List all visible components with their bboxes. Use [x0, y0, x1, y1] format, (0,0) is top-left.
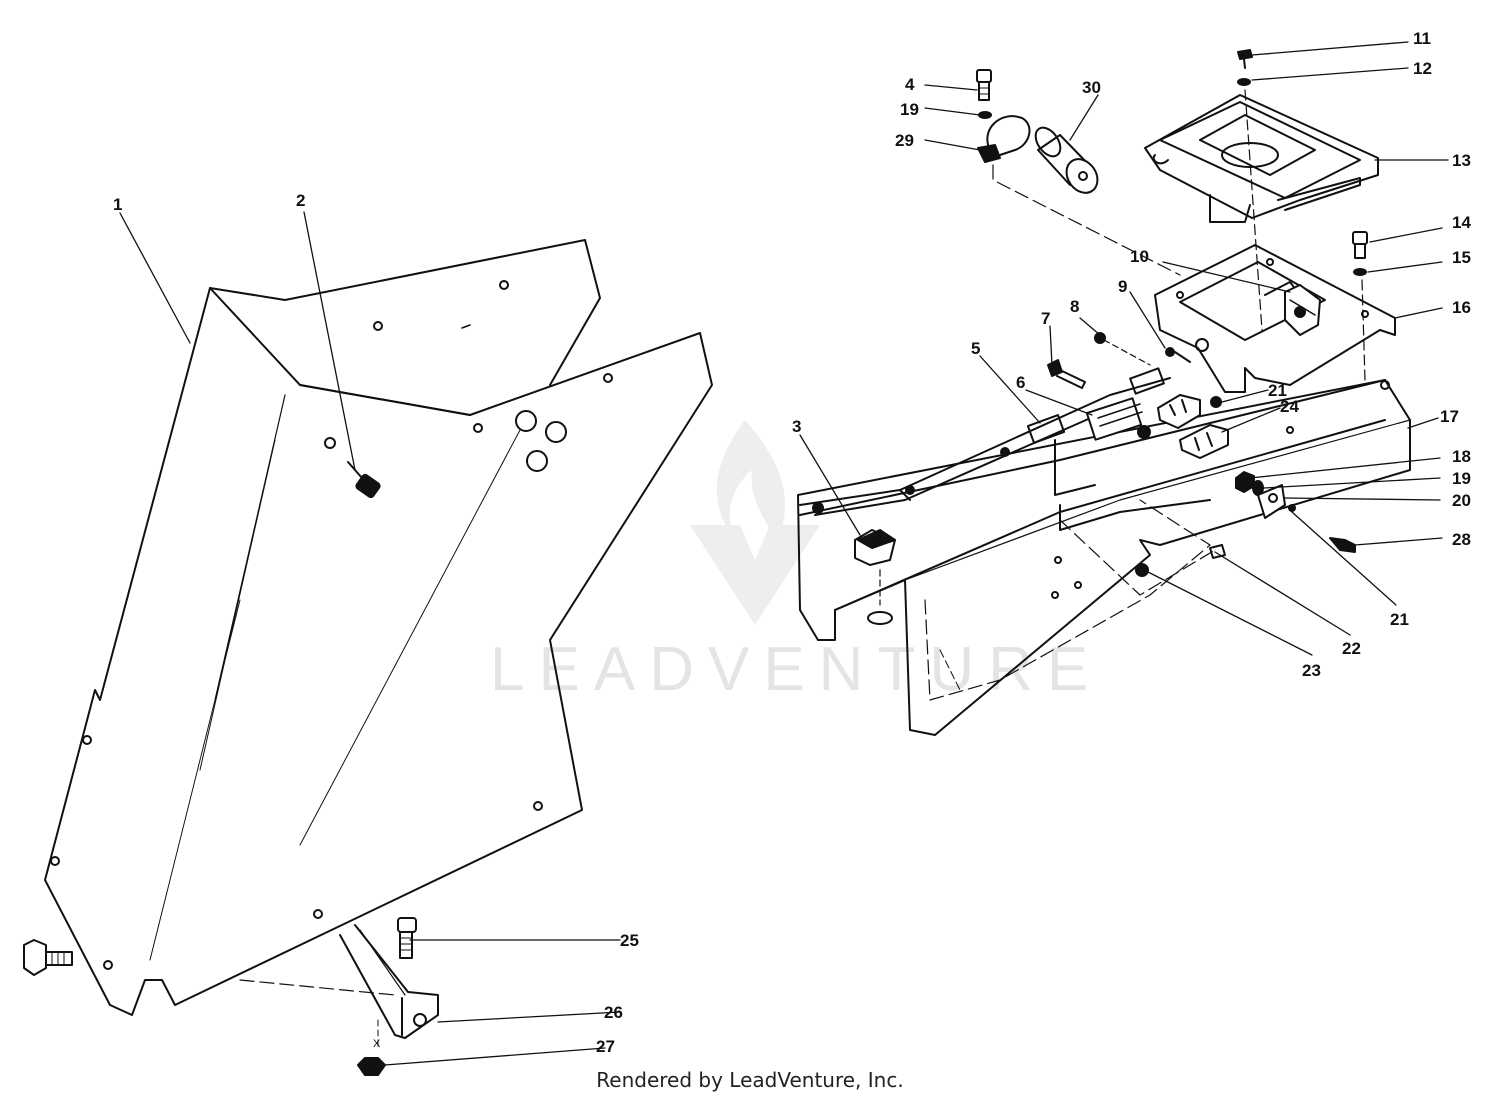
callout-8: 8 [1070, 297, 1079, 316]
cap-part-3[interactable] [854, 529, 896, 566]
fuse-part-23[interactable] [1135, 563, 1149, 577]
callout-11: 11 [1413, 29, 1431, 48]
nut-part-21-lower[interactable] [1288, 504, 1296, 512]
callout-7: 7 [1041, 309, 1050, 328]
bracket-part-5[interactable] [799, 367, 1171, 516]
cover-part-13[interactable] [1144, 94, 1379, 223]
bracket-part-26[interactable] [339, 924, 439, 1039]
callout-26: 26 [604, 1003, 623, 1022]
callout-18: 18 [1452, 447, 1471, 466]
callout-23: 23 [1302, 661, 1321, 680]
screw-part-9[interactable] [1165, 347, 1191, 363]
watermark-v-icon [690, 525, 820, 625]
ignition-part-10[interactable] [1284, 284, 1321, 336]
callout-2: 2 [296, 191, 305, 210]
callout-17: 17 [1440, 407, 1459, 426]
lamp-part-30[interactable] [1031, 123, 1104, 199]
bolt-part-28[interactable] [1329, 537, 1356, 553]
callout-labels: 1 2 3 4 19 29 30 11 12 13 14 15 16 10 9 … [113, 29, 1471, 1056]
terminal-part-22[interactable] [1209, 544, 1226, 559]
bolt-part-2[interactable] [347, 461, 381, 499]
callout-15: 15 [1452, 248, 1471, 267]
bolt-lower-left[interactable] [23, 939, 73, 976]
callout-25: 25 [620, 931, 639, 950]
callout-30: 30 [1082, 78, 1101, 97]
plate-part-16[interactable] [1154, 244, 1396, 393]
leader-lines [119, 41, 1449, 1066]
switch-part-6[interactable] [1085, 397, 1151, 441]
callout-x: X [373, 1038, 381, 1050]
washer-part-15[interactable] [1353, 268, 1367, 276]
footer-credit: Rendered by LeadVenture, Inc. [596, 1068, 904, 1092]
callout-4: 4 [905, 75, 915, 94]
housing-part-17[interactable] [797, 379, 1411, 736]
callout-14: 14 [1452, 213, 1471, 232]
callout-22: 22 [1342, 639, 1361, 658]
callout-16: 16 [1452, 298, 1471, 317]
callout-29: 29 [895, 131, 914, 150]
watermark: LEADVENTURE [490, 420, 1102, 704]
side-panel-part-1[interactable] [44, 239, 713, 1016]
callout-13: 13 [1452, 151, 1471, 170]
clamp-part-29[interactable] [977, 115, 1031, 163]
screw-part-8[interactable] [1094, 332, 1151, 366]
callout-28: 28 [1452, 530, 1471, 549]
screw-part-11[interactable] [1237, 49, 1253, 69]
callout-12: 12 [1413, 59, 1432, 78]
callout-6: 6 [1016, 373, 1025, 392]
callout-21-upper: 21 [1268, 381, 1287, 400]
bolt-part-7[interactable] [1047, 359, 1086, 389]
callout-19-lower: 19 [1452, 469, 1471, 488]
nut-part-21-upper[interactable] [1210, 396, 1222, 408]
callout-9: 9 [1118, 277, 1127, 296]
bracket-part-20[interactable] [1257, 484, 1286, 519]
callout-24: 24 [1280, 397, 1299, 416]
callout-19-upper: 19 [900, 100, 919, 119]
callout-10: 10 [1130, 247, 1149, 266]
watermark-flame-icon [716, 420, 785, 545]
callout-21-lower: 21 [1390, 610, 1409, 629]
bolt-part-25[interactable] [397, 917, 417, 959]
callout-3: 3 [792, 417, 801, 436]
connector-part-21[interactable] [1157, 394, 1201, 429]
callout-1: 1 [113, 195, 122, 214]
nut-part-18[interactable] [1235, 471, 1255, 493]
callout-20: 20 [1452, 491, 1471, 510]
bolt-part-4[interactable] [976, 69, 992, 101]
washer-part-19-upper[interactable] [978, 111, 992, 119]
bolt-part-14[interactable] [1352, 231, 1368, 259]
washer-part-12[interactable] [1237, 78, 1251, 86]
callout-27: 27 [596, 1037, 615, 1056]
watermark-text: LEADVENTURE [490, 635, 1102, 704]
connector-part-24[interactable] [1179, 424, 1229, 459]
callout-5: 5 [971, 339, 980, 358]
